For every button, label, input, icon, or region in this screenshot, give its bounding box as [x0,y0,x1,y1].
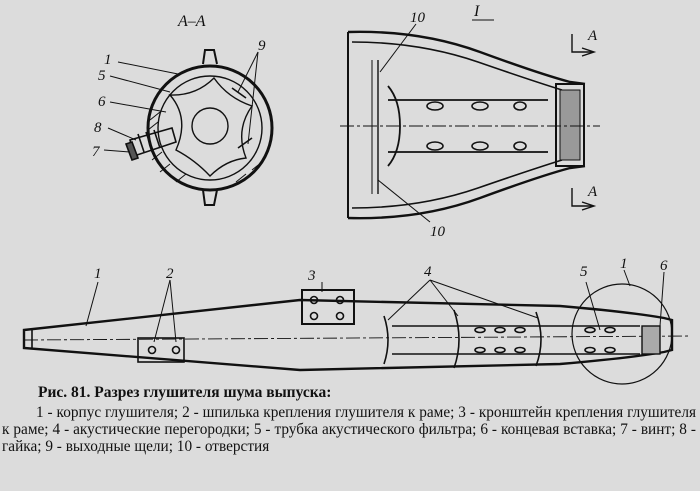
label-5-section: 5 [98,68,106,84]
section-aa-label: A–A [177,13,206,30]
arrow-a-bottom-label: A [587,184,598,200]
label-10-top: 10 [410,10,426,26]
label-6-side: 6 [660,258,668,274]
label-1-detail: 1 [620,256,628,272]
muffler-side-view [22,269,691,385]
caption-title: Рис. 81. Разрез глушителя шума выпуска: [38,384,332,401]
label-9-section: 9 [258,38,266,54]
label-5-side: 5 [580,264,588,280]
view-i-label: I [473,3,480,20]
label-4-side: 4 [424,264,432,280]
section-aa-view [103,49,274,206]
caption-body: 1 - корпус глушителя; 2 - шпилька крепле… [2,404,696,455]
arrow-a-top-label: A [587,28,598,44]
label-6-section: 6 [98,94,106,110]
label-10-bottom: 10 [430,224,446,240]
label-3-side: 3 [307,268,316,284]
label-1-side: 1 [94,266,102,282]
label-2-side: 2 [166,266,174,282]
label-1-section: 1 [104,52,112,68]
label-8-section: 8 [94,120,102,136]
detail-view-i [340,19,600,223]
label-7-section: 7 [92,144,101,160]
